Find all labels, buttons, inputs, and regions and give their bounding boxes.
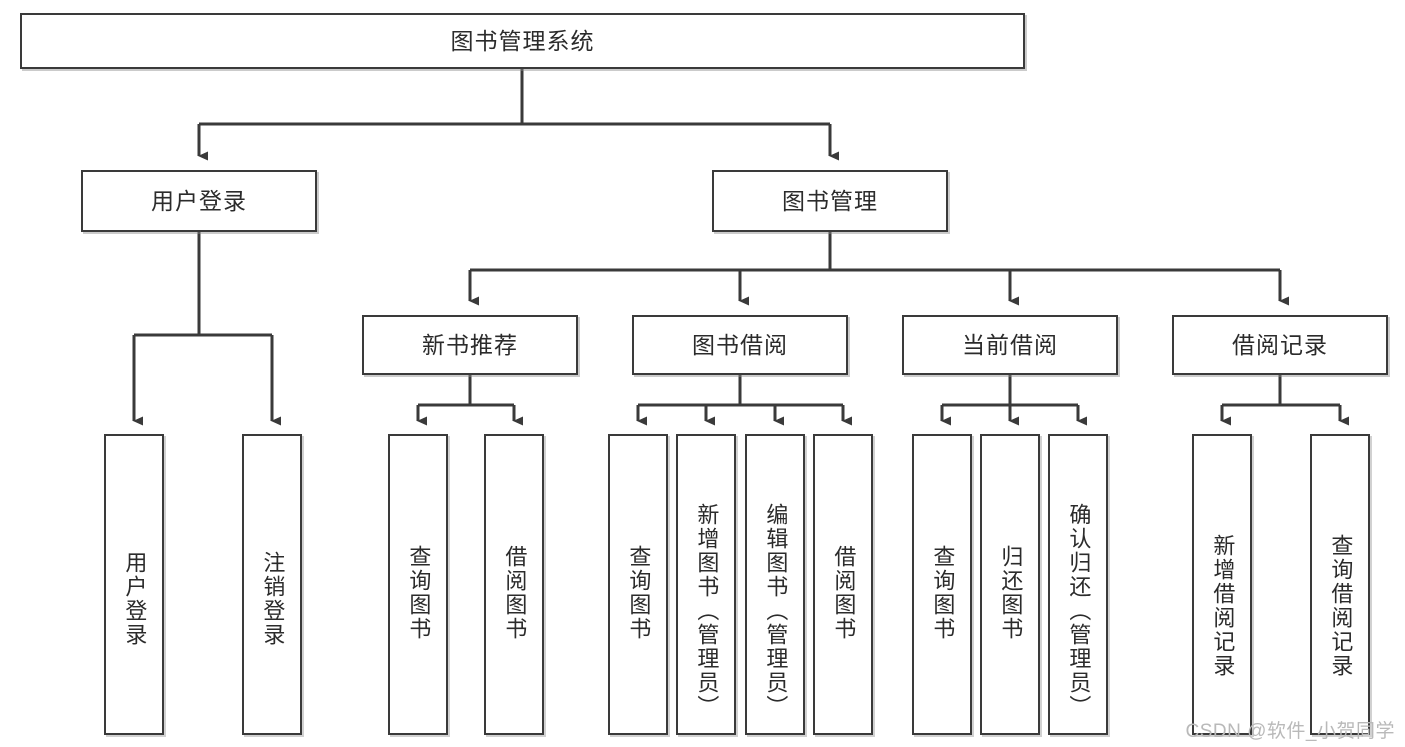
leaf-query-book-1-label: 查询图书 <box>406 545 432 641</box>
leaf-borrow-book-2-label: 借阅图书 <box>831 545 857 641</box>
watermark: CSDN @软件_小贺同学 <box>1185 721 1395 742</box>
node-root-label: 图书管理系统 <box>450 27 595 54</box>
node-book-manage-label: 图书管理 <box>782 187 878 214</box>
node-new-book-recommend[interactable]: 新书推荐 <box>362 315 578 375</box>
leaf-borrow-book-1[interactable]: 借阅图书 <box>484 434 544 735</box>
leaf-query-record[interactable]: 查询借阅记录 <box>1310 434 1370 735</box>
leaf-edit-book[interactable]: 编辑图书（管理员） <box>745 434 805 735</box>
node-borrow-record-label: 借阅记录 <box>1232 331 1328 358</box>
node-current-borrow[interactable]: 当前借阅 <box>902 315 1118 375</box>
leaf-add-record-label: 新增借阅记录 <box>1210 534 1236 678</box>
leaf-confirm-return[interactable]: 确认归还（管理员） <box>1048 434 1108 735</box>
leaf-return-book-label: 归还图书 <box>998 545 1024 641</box>
node-current-borrow-label: 当前借阅 <box>962 331 1058 358</box>
leaf-return-book[interactable]: 归还图书 <box>980 434 1040 735</box>
node-book-manage[interactable]: 图书管理 <box>712 170 948 232</box>
node-borrow-record[interactable]: 借阅记录 <box>1172 315 1388 375</box>
leaf-borrow-book-2[interactable]: 借阅图书 <box>813 434 873 735</box>
leaf-borrow-book-1-label: 借阅图书 <box>502 545 528 641</box>
leaf-user-login-label: 用户登录 <box>122 551 148 647</box>
leaf-query-book-2-label: 查询图书 <box>626 545 652 641</box>
leaf-add-record[interactable]: 新增借阅记录 <box>1192 434 1252 735</box>
node-book-borrow-label: 图书借阅 <box>692 331 788 358</box>
leaf-logout-login[interactable]: 注销登录 <box>242 434 302 735</box>
leaf-query-book-1[interactable]: 查询图书 <box>388 434 448 735</box>
leaf-user-login[interactable]: 用户登录 <box>104 434 164 735</box>
leaf-confirm-return-label: 确认归还（管理员） <box>1066 503 1092 719</box>
leaf-logout-login-label: 注销登录 <box>260 551 286 647</box>
node-root[interactable]: 图书管理系统 <box>20 13 1025 69</box>
leaf-edit-book-label: 编辑图书（管理员） <box>763 503 789 719</box>
leaf-query-book-3[interactable]: 查询图书 <box>912 434 972 735</box>
node-user-login-label: 用户登录 <box>151 187 247 214</box>
node-new-book-recommend-label: 新书推荐 <box>422 331 518 358</box>
leaf-query-record-label: 查询借阅记录 <box>1328 534 1354 678</box>
node-book-borrow[interactable]: 图书借阅 <box>632 315 848 375</box>
leaf-add-book-label: 新增图书（管理员） <box>694 503 720 719</box>
leaf-query-book-2[interactable]: 查询图书 <box>608 434 668 735</box>
leaf-add-book[interactable]: 新增图书（管理员） <box>676 434 736 735</box>
leaf-query-book-3-label: 查询图书 <box>930 545 956 641</box>
node-user-login[interactable]: 用户登录 <box>81 170 317 232</box>
